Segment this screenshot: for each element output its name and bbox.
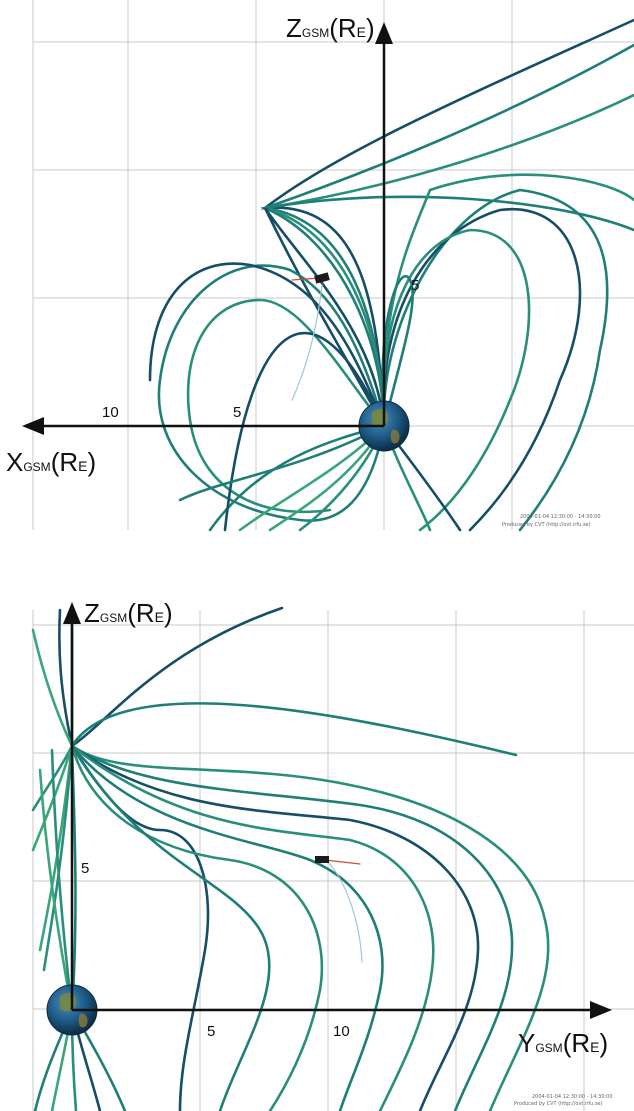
spacecraft-icon <box>315 856 329 863</box>
field-line <box>70 744 384 1111</box>
field-line <box>70 606 284 748</box>
field-lines <box>148 18 634 532</box>
spacecraft-icon <box>314 272 330 284</box>
axes <box>22 22 393 435</box>
field-line <box>148 262 386 428</box>
field-line <box>260 195 634 428</box>
field-line <box>70 744 514 1111</box>
field-line <box>263 207 386 428</box>
field-line <box>382 188 609 532</box>
field-line <box>70 744 324 1111</box>
field-line <box>70 744 480 1111</box>
field-line <box>260 18 634 428</box>
z-axis-label: ZGSM(RE) <box>84 598 173 628</box>
field-line <box>50 748 74 1012</box>
yz-projection-plot: 5 10 5 ZGSM(RE) YGSM(RE) 2004-01-04 12:3… <box>31 598 634 1111</box>
field-line <box>382 228 531 532</box>
field-line <box>58 608 74 748</box>
credit-line-2: Produced by CVT (http://ovt.irfu.se) <box>514 1101 603 1107</box>
field-line <box>178 424 386 502</box>
field-line <box>70 744 550 1111</box>
yz-projection-panel: 5 10 5 ZGSM(RE) YGSM(RE) 2004-01-04 12:3… <box>0 590 634 1111</box>
xz-projection-panel: 10 5 5 XGSM(RE) ZGSM(RE) 2004-01-04 12:3… <box>0 0 634 540</box>
field-line <box>382 207 582 532</box>
credit-line-1: 2004-01-04 12:30:00 - 14:30:00 <box>520 514 601 520</box>
field-line <box>70 744 271 1111</box>
x-tick-10: 10 <box>102 404 119 421</box>
field-line <box>157 264 386 522</box>
field-line <box>382 173 634 428</box>
field-lines <box>31 606 550 1111</box>
spacecraft-trajectory <box>327 861 363 963</box>
credit-line-2: Produced by CVT (http://ovt.irfu.se) <box>502 522 591 528</box>
z-axis-arrow <box>375 22 393 44</box>
y-axis-label: YGSM(RE) <box>518 1028 608 1058</box>
field-line <box>70 702 518 757</box>
y-tick-5: 5 <box>207 1023 215 1040</box>
field-line <box>42 744 74 972</box>
spacecraft-trajectory <box>291 284 323 401</box>
field-line <box>208 424 386 532</box>
z-tick-5: 5 <box>411 277 419 294</box>
z-tick-5: 5 <box>81 860 89 877</box>
field-line <box>186 298 386 514</box>
x-axis-arrow <box>22 417 44 435</box>
z-axis-label: ZGSM(RE) <box>286 13 375 43</box>
xz-projection-plot: 10 5 5 XGSM(RE) ZGSM(RE) 2004-01-04 12:3… <box>6 0 634 532</box>
field-line <box>31 744 74 852</box>
z-axis-arrow <box>63 602 81 624</box>
y-tick-10: 10 <box>333 1023 350 1040</box>
field-line <box>38 768 74 1012</box>
credit-line-1: 2004-01-04 12:30:00 - 14:30:00 <box>532 1094 613 1100</box>
axes <box>63 602 612 1019</box>
y-axis-arrow <box>590 1001 612 1019</box>
x-axis-label: XGSM(RE) <box>6 447 96 477</box>
spacecraft-trajectory-red <box>324 859 361 865</box>
field-line <box>31 628 74 748</box>
field-line <box>70 744 435 1111</box>
x-tick-5: 5 <box>233 404 241 421</box>
field-line <box>264 93 634 428</box>
field-line <box>223 331 386 532</box>
